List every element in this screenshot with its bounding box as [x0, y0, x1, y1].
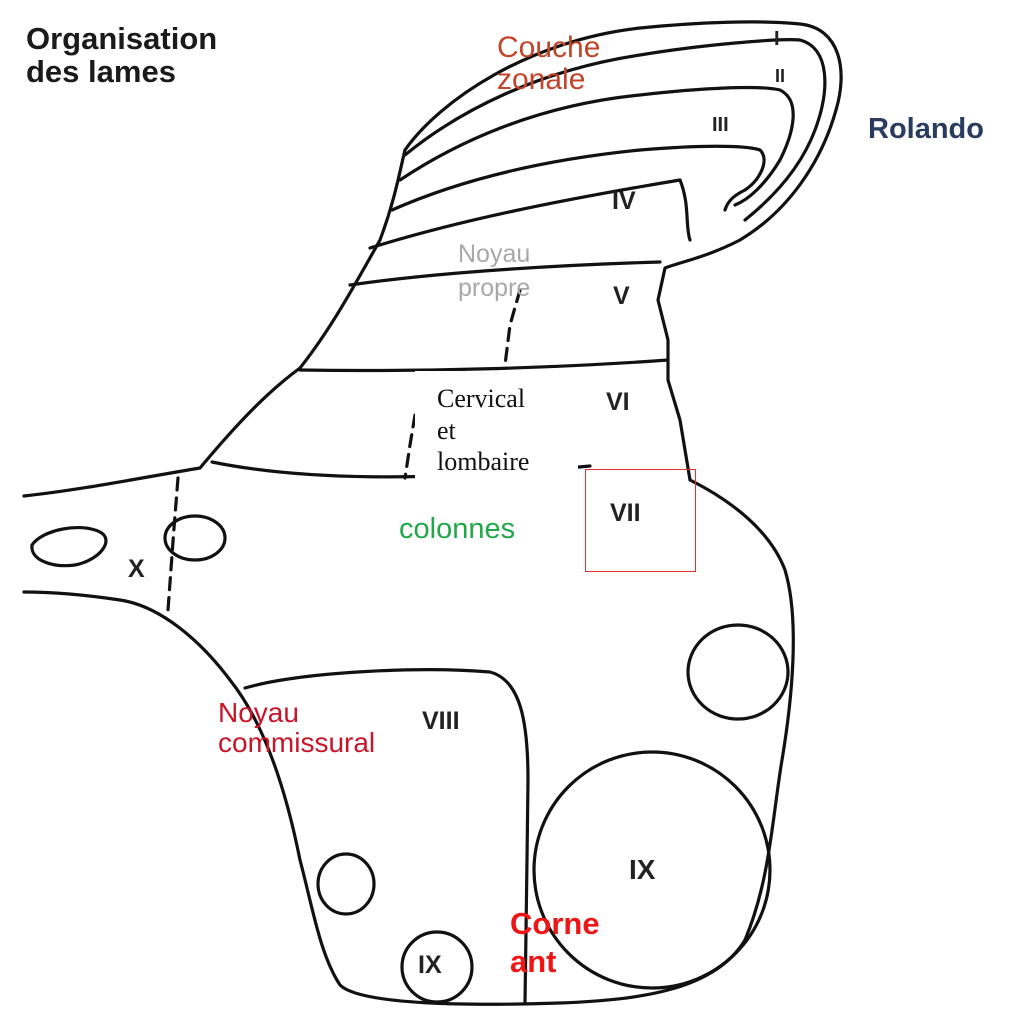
dashed-line-lamina-VI: [405, 415, 415, 478]
commissure-upper-line: [24, 150, 405, 496]
title-line-2: des lames: [26, 55, 217, 88]
noyau-commissural-line-2: commissural: [218, 728, 375, 758]
lamina-label-II: II: [775, 66, 785, 87]
dashed-line-lamina-X: [168, 478, 178, 610]
couche-zonale-line-2: zonale: [497, 64, 600, 96]
lamina-label-III: III: [712, 114, 729, 137]
noyau-propre-line-2: propre: [458, 272, 530, 306]
lamina-label-VI: VI: [606, 388, 630, 417]
lamina-VI-boundary: [300, 360, 668, 371]
noyau-commissural-line-1: Noyau: [218, 698, 375, 728]
couche-zonale-line-1: Couche: [497, 32, 600, 64]
corne-ant-line-1: Corne: [510, 905, 600, 943]
title-line-1: Organisation: [26, 22, 217, 55]
label-couche-zonale: Couche zonale: [497, 32, 600, 97]
central-canal-shape: [32, 528, 106, 566]
motor-nucleus-oval-left: [318, 854, 374, 914]
label-noyau-commissural: Noyau commissural: [218, 698, 375, 758]
lamina-label-I: I: [774, 28, 780, 51]
lamina-label-V: V: [613, 282, 630, 311]
cervical-line-3: lombaire: [437, 446, 529, 478]
cervical-lombaire-box: Cervical et lombaire: [415, 371, 578, 489]
lamina-label-VIII: VIII: [422, 707, 460, 736]
motor-nucleus-oval-right: [688, 625, 788, 719]
lamina-label-IX-small: IX: [418, 951, 442, 980]
lamina-III-boundary: [392, 146, 764, 210]
label-noyau-propre: Noyau propre: [458, 238, 530, 306]
label-corne-ant: Corne ant: [510, 905, 600, 981]
lamina-VII-highlight-box: [585, 469, 696, 572]
lamina-label-IV: IV: [612, 187, 636, 216]
label-colonnes: colonnes: [399, 514, 515, 545]
lamina-label-X: X: [128, 555, 145, 584]
noyau-propre-line-1: Noyau: [458, 238, 530, 272]
corne-ant-line-2: ant: [510, 943, 600, 981]
diagram-title: Organisation des lames: [26, 22, 217, 89]
cervical-line-1: Cervical: [437, 383, 529, 415]
label-rolando: Rolando: [868, 114, 984, 145]
lamina-label-IX-large: IX: [629, 854, 655, 886]
cervical-line-2: et: [437, 415, 529, 447]
label-cervical-lombaire: Cervical et lombaire: [437, 383, 529, 478]
